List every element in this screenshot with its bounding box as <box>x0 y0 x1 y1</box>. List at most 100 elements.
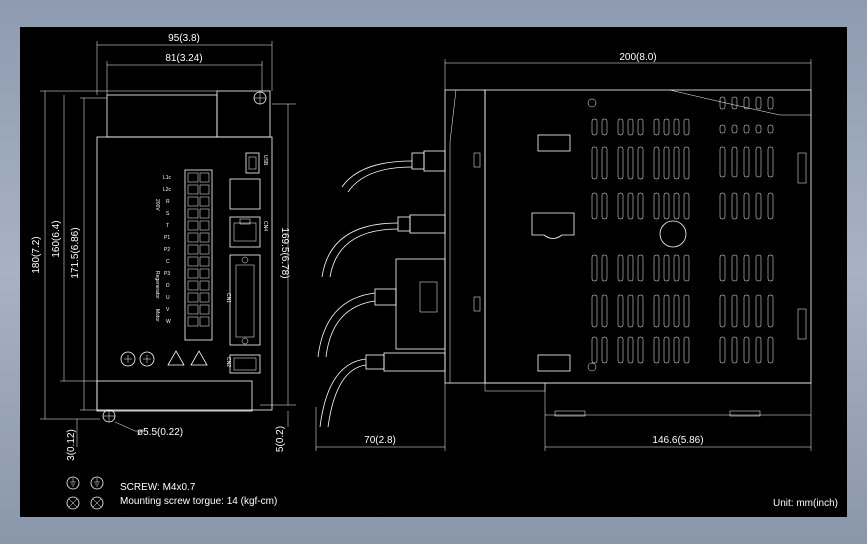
vent-slot <box>755 124 762 134</box>
vent-slot <box>719 294 726 328</box>
ground-symbol-icon <box>66 476 80 490</box>
terminal-screws <box>187 172 210 327</box>
screw-note: SCREW: M4x0.7 <box>120 482 196 493</box>
vent-slot <box>601 146 608 180</box>
vent-slot <box>591 294 598 328</box>
vent-slot <box>653 294 660 328</box>
vent-slot <box>743 294 750 328</box>
vent-slot <box>663 294 670 328</box>
terminal-screw <box>187 196 199 207</box>
dim-front-width-outer: 95(3.8) <box>168 33 200 44</box>
vent-slot <box>627 118 634 136</box>
terminal-contact <box>199 256 210 267</box>
dim-side-width-total: 200(8.0) <box>619 52 656 63</box>
terminal-block <box>184 169 213 341</box>
vent-slot <box>683 254 690 282</box>
vent-slot <box>755 336 762 364</box>
side-fan-hole <box>659 220 687 248</box>
terminal-label: V <box>166 307 170 313</box>
io-connector-label: CN1 <box>225 293 231 303</box>
side-io-plug <box>395 258 446 350</box>
vent-slot <box>719 336 726 364</box>
vent-slot <box>755 294 762 328</box>
terminal-screw <box>187 316 199 327</box>
usb-label: USB <box>262 155 268 166</box>
vent-slot <box>627 146 634 180</box>
terminal-contact <box>199 304 210 315</box>
dim-side-body-depth: 146.6(5.86) <box>652 435 703 446</box>
vent-slot <box>683 294 690 328</box>
front-lower-panel <box>96 380 253 412</box>
vent-slot <box>653 336 660 364</box>
front-body-outline <box>96 136 273 411</box>
terminal-label: P1 <box>164 235 170 241</box>
dim-front-width-inner: 81(3.24) <box>165 53 202 64</box>
vent-slot <box>591 192 598 220</box>
terminal-label: P2 <box>164 247 170 253</box>
encoder-connector <box>229 354 261 374</box>
vent-slot <box>617 294 624 328</box>
vent-slot <box>755 192 762 220</box>
vent-slot <box>683 192 690 220</box>
vent-slot <box>637 294 644 328</box>
dim-front-bottom-left: 3(0.12) <box>66 429 77 461</box>
side-cables <box>317 150 446 428</box>
ground-screw-left <box>120 351 136 367</box>
network-port <box>229 216 261 248</box>
front-top-bracket <box>216 90 271 138</box>
warning-triangle-icon <box>167 350 185 366</box>
vent-slot <box>719 124 726 134</box>
terminal-screw <box>187 244 199 255</box>
vent-slot <box>683 336 690 364</box>
terminal-screw <box>187 256 199 267</box>
terminal-label: W <box>166 319 171 325</box>
technical-drawing: L1c L2c R S T P1 P2 C P3 D U V W 200V Re… <box>31 33 838 510</box>
vent-slot <box>591 146 598 180</box>
vent-slot <box>637 146 644 180</box>
terminal-contact <box>199 172 210 183</box>
side-body-outline <box>484 89 812 384</box>
vent-slot <box>719 254 726 282</box>
terminal-label: S <box>166 211 170 217</box>
dim-hole-diameter: ø5.5(0.22) <box>137 427 183 438</box>
drawing-sheet: L1c L2c R S T P1 P2 C P3 D U V W 200V Re… <box>20 27 847 517</box>
vent-slot <box>653 254 660 282</box>
terminal-contact <box>199 292 210 303</box>
display-window <box>229 178 261 210</box>
vent-slot <box>673 192 680 220</box>
terminal-label: L1c <box>163 175 172 181</box>
terminal-label: U <box>166 295 170 301</box>
vent-slot <box>767 336 774 364</box>
notes: SCREW: M4x0.7 Mounting screw torgue: 14 … <box>66 476 838 510</box>
vent-slot <box>673 254 680 282</box>
side-clip <box>531 212 575 239</box>
vent-slot <box>767 294 774 328</box>
vent-slot <box>731 294 738 328</box>
dim-front-height-total: 180(7.2) <box>31 236 42 273</box>
terminal-label: R <box>166 199 170 205</box>
dim-front-bottom-right: 5(0.2) <box>275 426 286 452</box>
ground-screw-right <box>139 351 155 367</box>
terminal-contact <box>199 268 210 279</box>
vent-slot <box>617 254 624 282</box>
vent-slot <box>767 96 774 110</box>
vent-slot <box>683 118 690 136</box>
terminal-label: C <box>166 259 170 265</box>
vent-slot <box>617 118 624 136</box>
vent-slot <box>731 254 738 282</box>
unit-note: Unit: mm(inch) <box>773 498 838 509</box>
vent-slot <box>591 254 598 282</box>
terminal-contact <box>199 244 210 255</box>
terminal-screw <box>187 232 199 243</box>
vent-slot <box>653 118 660 136</box>
vent-slot <box>627 254 634 282</box>
terminal-screw <box>187 304 199 315</box>
vent-slot <box>743 124 750 134</box>
vent-slot <box>743 146 750 178</box>
terminal-screw <box>187 208 199 219</box>
terminal-screw <box>187 280 199 291</box>
terminal-contact <box>199 208 210 219</box>
side-view: 200(8.0) 70(2.8) 146.6(5.86) <box>315 52 812 451</box>
ventilation-slots <box>591 96 774 364</box>
dim-front-height-169: 169.5(6.78) <box>279 227 290 278</box>
